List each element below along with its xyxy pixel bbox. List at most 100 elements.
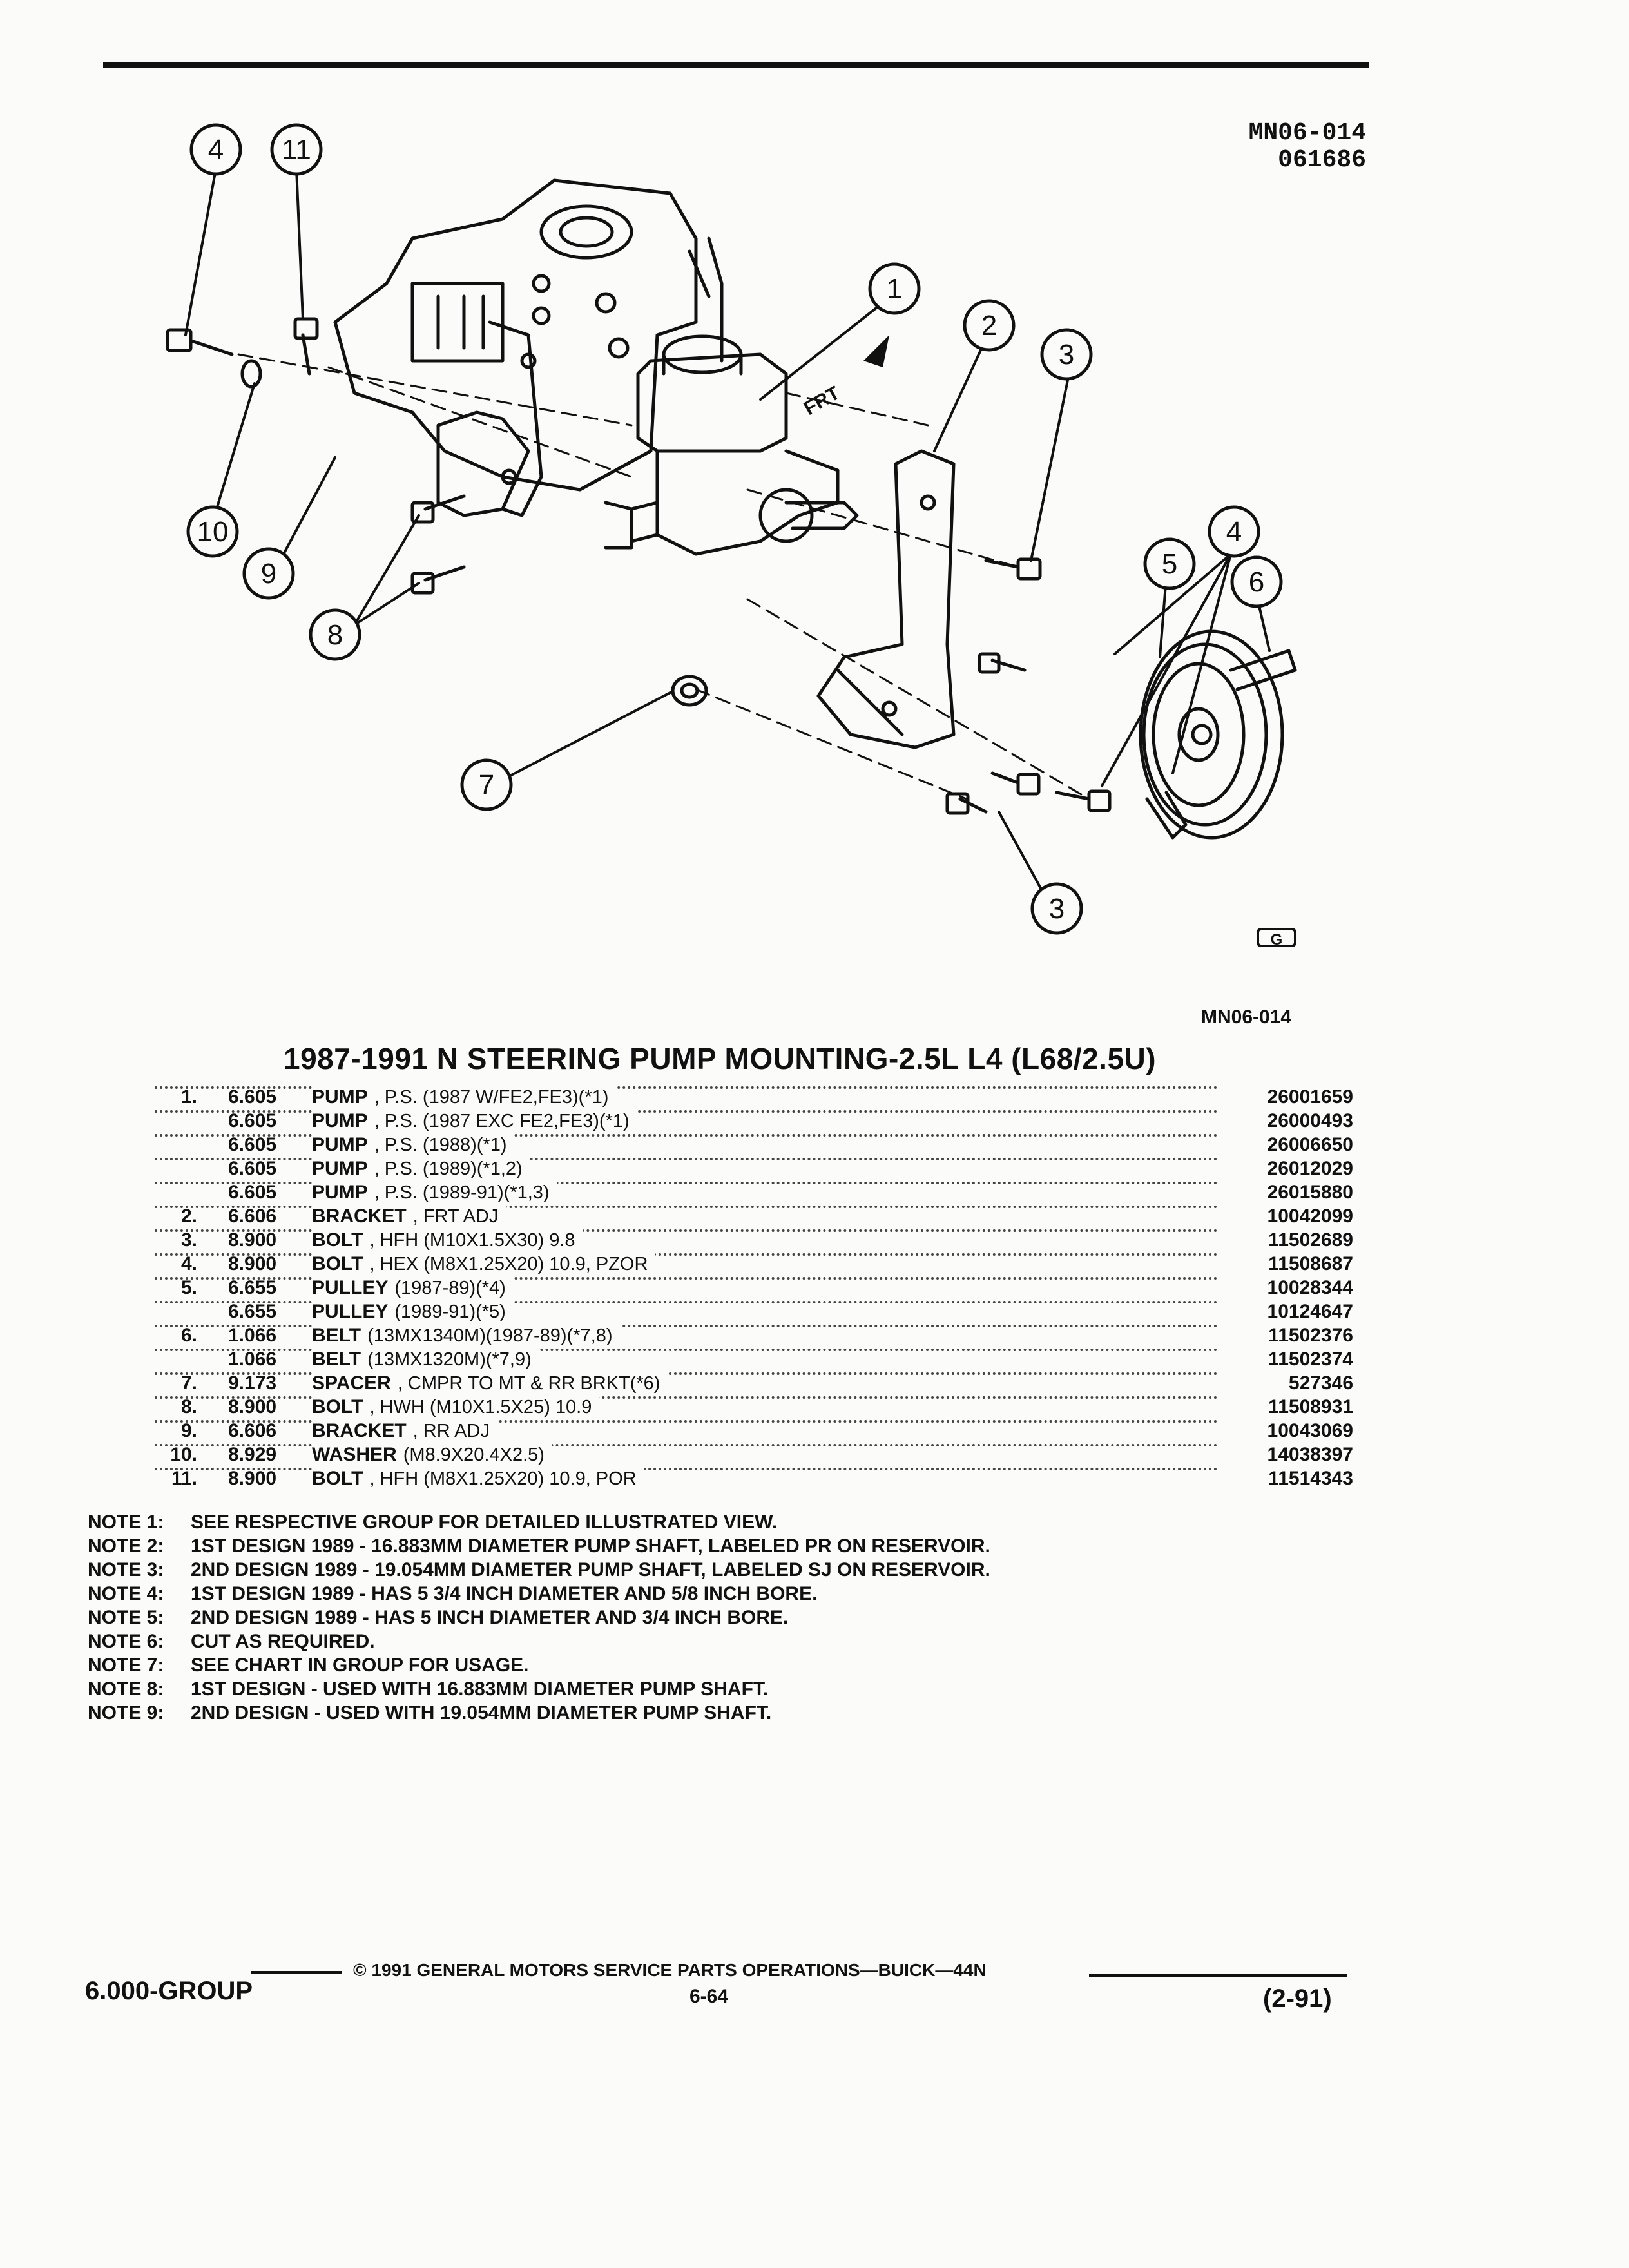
front-label: FRT bbox=[800, 382, 843, 419]
leader-dots bbox=[155, 1110, 1218, 1113]
part-number: 26000493 bbox=[1218, 1110, 1353, 1132]
drive-belt bbox=[1145, 649, 1297, 840]
part-detail: , HFH (M8X1.25X20) 10.9, POR bbox=[369, 1468, 637, 1489]
top-rule bbox=[103, 62, 1369, 68]
part-name: BRACKET bbox=[312, 1420, 407, 1441]
part-name: BOLT bbox=[312, 1229, 363, 1251]
leader-dots bbox=[155, 1182, 1218, 1184]
svg-text:7: 7 bbox=[479, 769, 494, 801]
revision-date: (2-91) bbox=[1263, 1984, 1332, 2013]
group-number: 6.606 bbox=[228, 1206, 277, 1227]
svg-text:8: 8 bbox=[327, 619, 343, 651]
part-description: WASHER (M8.9X20.4X2.5) bbox=[312, 1444, 552, 1466]
page-title: 1987-1991 N STEERING PUMP MOUNTING-2.5L … bbox=[284, 1042, 1157, 1075]
group-number: 8.929 bbox=[228, 1444, 277, 1465]
part-description: BELT (13MX1340M)(1987-89)(*7,8) bbox=[312, 1325, 621, 1347]
svg-text:6: 6 bbox=[1249, 566, 1264, 598]
item-number: 3. bbox=[180, 1229, 197, 1251]
leader-dots bbox=[155, 1396, 1218, 1399]
part-number: 11502376 bbox=[1218, 1325, 1353, 1347]
part-detail: (M8.9X20.4X2.5) bbox=[403, 1445, 545, 1465]
part-description: PUMP, P.S. (1987 EXC FE2,FE3)(*1) bbox=[312, 1110, 637, 1132]
notes-list: NOTE 1:SEE RESPECTIVE GROUP FOR DETAILED… bbox=[88, 1512, 990, 1726]
figure-code: MN06-014 bbox=[1248, 119, 1366, 147]
part-name: PUMP bbox=[312, 1158, 368, 1179]
note-text: 1ST DESIGN 1989 - 16.883MM DIAMETER PUMP… bbox=[191, 1535, 990, 1557]
svg-text:G: G bbox=[1271, 931, 1283, 948]
part-description: PUMP , P.S. (1989)(*1,2) bbox=[312, 1158, 530, 1180]
part-name: BELT bbox=[312, 1325, 361, 1346]
note-label: NOTE 7: bbox=[88, 1655, 164, 1676]
note-row: NOTE 2: 1ST DESIGN 1989 - 16.883MM DIAMET… bbox=[88, 1535, 990, 1559]
part-description: BOLT, HFH (M8X1.25X20) 10.9, POR bbox=[312, 1468, 644, 1490]
leader-lines bbox=[184, 168, 1271, 913]
callout-3-bottom: 3 bbox=[1030, 882, 1083, 935]
group-number: 6.605 bbox=[228, 1134, 277, 1155]
part-description: PUMP , P.S. (1987 W/FE2,FE3)(*1) bbox=[312, 1086, 617, 1108]
part-name: PUMP bbox=[312, 1086, 368, 1108]
part-name: BOLT bbox=[312, 1396, 363, 1418]
part-number: 26015880 bbox=[1218, 1182, 1353, 1204]
part-detail: , FRT ADJ bbox=[412, 1206, 499, 1227]
svg-text:11: 11 bbox=[282, 134, 311, 166]
assembly-lines bbox=[237, 353, 1090, 800]
item-number: 10. bbox=[170, 1444, 197, 1465]
footer-rule-right bbox=[1089, 1974, 1347, 1977]
callout-6: 6 bbox=[1230, 555, 1283, 608]
note-text: 2ND DESIGN - USED WITH 19.054MM DIAMETER… bbox=[191, 1702, 772, 1724]
part-detail: (1989-91)(*5) bbox=[394, 1302, 506, 1322]
note-row: NOTE 9:2ND DESIGN - USED WITH 19.054MM D… bbox=[88, 1702, 990, 1726]
callout-11: 11 bbox=[270, 123, 323, 176]
note-text: CUT AS REQUIRED. bbox=[191, 1631, 375, 1652]
note-row: NOTE 8:1ST DESIGN - USED WITH 16.883MM D… bbox=[88, 1678, 990, 1702]
part-detail: , CMPR TO MT & RR BRKT(*6) bbox=[397, 1373, 660, 1394]
rear-bracket bbox=[436, 320, 543, 517]
part-name: WASHER bbox=[312, 1444, 397, 1465]
part-detail: , P.S. (1989)(*1,2) bbox=[374, 1158, 523, 1179]
item-number: 6. bbox=[180, 1325, 197, 1346]
note-label: NOTE 2: bbox=[88, 1535, 164, 1557]
item-number: 1. bbox=[180, 1086, 197, 1108]
note-text: 2ND DESIGN 1989 - HAS 5 INCH DIAMETER AN… bbox=[191, 1607, 789, 1628]
part-number: 10042099 bbox=[1218, 1206, 1353, 1227]
part-name: PUMP bbox=[312, 1182, 368, 1203]
item-number: 2. bbox=[180, 1206, 197, 1227]
part-number: 11508687 bbox=[1218, 1253, 1353, 1275]
part-detail: (13MX1340M)(1987-89)(*7,8) bbox=[367, 1325, 613, 1346]
group-number: 9.173 bbox=[228, 1372, 277, 1394]
part-name: PUMP bbox=[312, 1110, 368, 1131]
leader-dots bbox=[155, 1134, 1218, 1137]
note-row: NOTE 3: 2ND DESIGN 1989 - 19.054MM DIAMET… bbox=[88, 1559, 990, 1583]
svg-text:1: 1 bbox=[887, 273, 902, 305]
pulley bbox=[1139, 629, 1284, 840]
item-number: 5. bbox=[180, 1277, 197, 1298]
part-number: 527346 bbox=[1218, 1372, 1353, 1394]
part-number: 26001659 bbox=[1218, 1086, 1353, 1108]
note-text: 2ND DESIGN 1989 - 19.054MM DIAMETER PUMP… bbox=[191, 1559, 990, 1581]
front-bracket bbox=[816, 449, 956, 749]
part-detail: , P.S. (1987 W/FE2,FE3)(*1) bbox=[374, 1087, 609, 1108]
callout-9: 9 bbox=[242, 547, 295, 600]
item-number: 7. bbox=[180, 1372, 197, 1394]
leader-dots bbox=[155, 1086, 1218, 1089]
leader-dots bbox=[155, 1206, 1218, 1208]
note-row: NOTE 6:CUT AS REQUIRED. bbox=[88, 1631, 990, 1655]
svg-text:10: 10 bbox=[197, 516, 229, 548]
part-number: 10043069 bbox=[1218, 1420, 1353, 1442]
part-name: PULLEY bbox=[312, 1277, 389, 1298]
item-number: 4. bbox=[180, 1253, 197, 1274]
note-text: SEE CHART IN GROUP FOR USAGE. bbox=[191, 1655, 529, 1676]
note-text: SEE RESPECTIVE GROUP FOR DETAILED ILLUST… bbox=[191, 1512, 778, 1533]
part-description: BELT(13MX1320M)(*7,9) bbox=[312, 1349, 539, 1370]
note-row: NOTE 4:1ST DESIGN 1989 - HAS 5 3/4 INCH … bbox=[88, 1583, 990, 1607]
note-label: NOTE 3: bbox=[88, 1559, 164, 1581]
copyright: © 1991 GENERAL MOTORS SERVICE PARTS OPER… bbox=[353, 1960, 987, 1980]
group-number: 1.066 bbox=[228, 1349, 277, 1370]
leader-dots bbox=[155, 1468, 1218, 1470]
group-number: 6.605 bbox=[228, 1086, 277, 1108]
engine-block bbox=[333, 178, 724, 492]
part-name: SPACER bbox=[312, 1372, 391, 1394]
leader-dots bbox=[155, 1420, 1218, 1423]
part-description: BOLT, HWH (M10X1.5X25) 10.9 bbox=[312, 1396, 600, 1418]
